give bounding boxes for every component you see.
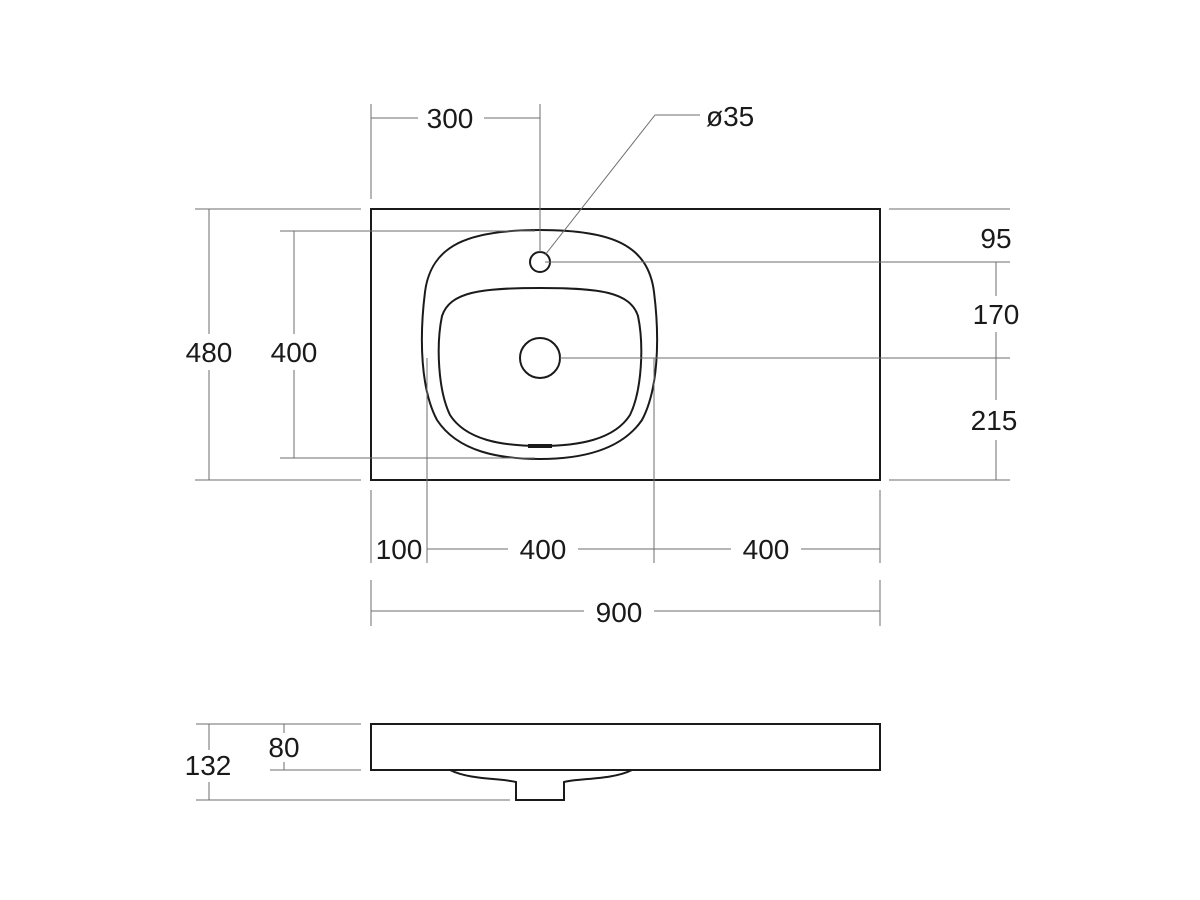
side-elevation: 132 80 [185, 723, 881, 801]
dim-overall-depth: 480 [178, 208, 361, 481]
dim-overall-width: 900 [370, 580, 881, 628]
dim-label-900: 900 [596, 597, 643, 628]
dim-bottom-chain: 100 400 400 [370, 358, 881, 565]
dim-label-480: 480 [186, 337, 233, 368]
dim-label-400-bowl: 400 [520, 534, 567, 565]
plan-view: 300 ø35 480 400 [178, 101, 1019, 628]
dim-label-132: 132 [185, 750, 232, 781]
dim-label-400-deck: 400 [743, 534, 790, 565]
dim-label-400-depth: 400 [271, 337, 318, 368]
dim-label-100: 100 [376, 534, 423, 565]
side-top-slab [370, 723, 881, 771]
dim-top-thickness: 80 [268, 724, 361, 771]
dim-bowl-depth: 400 [263, 230, 535, 459]
dim-tap-diameter: ø35 [544, 101, 754, 256]
dim-label-80: 80 [268, 732, 299, 763]
bowl-rim-outline [420, 228, 659, 461]
dim-label-170: 170 [973, 299, 1020, 330]
waste-outlet [519, 337, 561, 379]
dim-total-height: 132 [185, 723, 510, 801]
overflow-slot [528, 444, 552, 448]
dim-label-d35: ø35 [706, 101, 754, 132]
dim-label-300: 300 [427, 103, 474, 134]
dim-label-215: 215 [971, 405, 1018, 436]
dim-tap-from-left: 300 [370, 103, 541, 252]
dim-right-chain: 95 170 215 [545, 208, 1020, 481]
side-bowl-profile [449, 769, 633, 801]
basin-top-outline [370, 208, 881, 481]
dim-label-95: 95 [980, 223, 1011, 254]
